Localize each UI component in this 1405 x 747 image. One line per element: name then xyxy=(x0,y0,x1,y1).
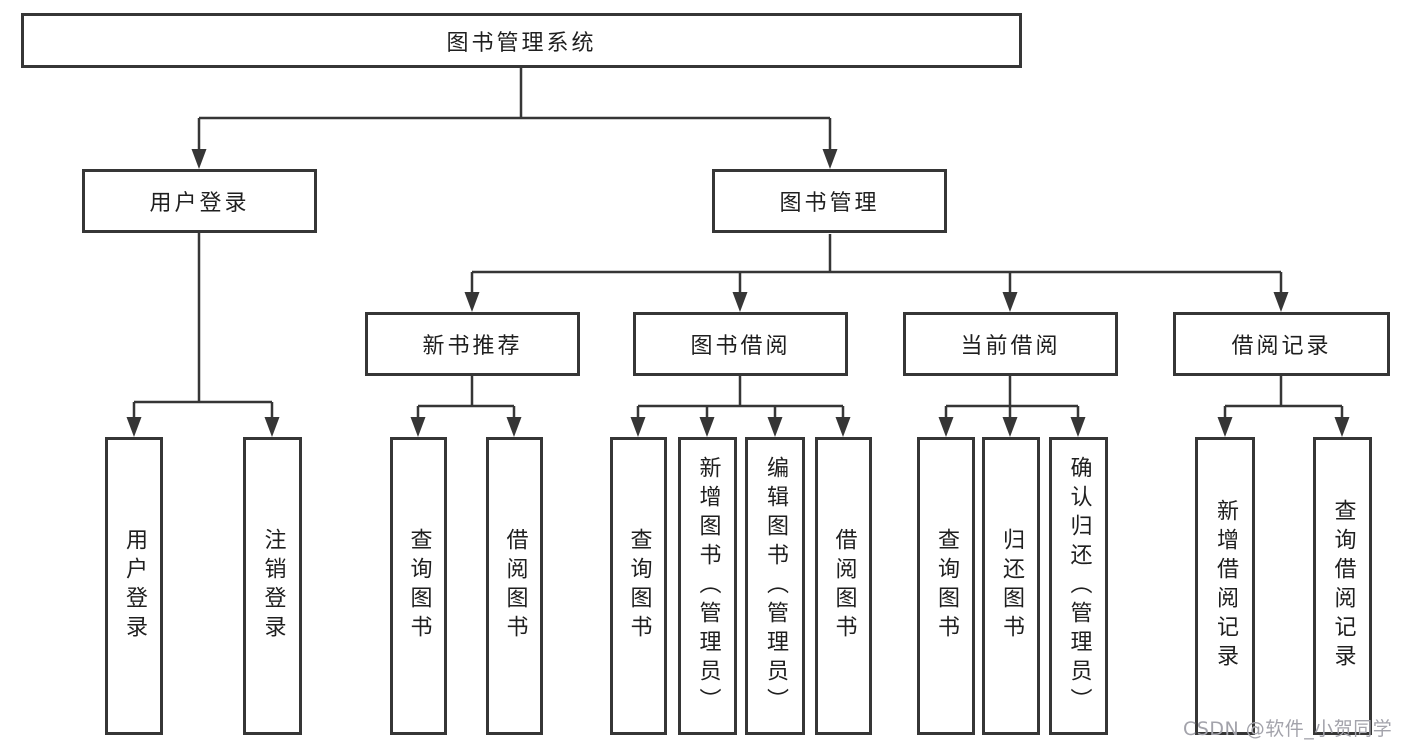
leaf-borrow-query-books: 查询图书 xyxy=(610,437,667,735)
leaf-add-borrow-record: 新增借阅记录 xyxy=(1195,437,1255,735)
node-current-borrow: 当前借阅 xyxy=(903,312,1118,376)
watermark: CSDN @软件_小贺同学 xyxy=(1183,718,1393,740)
node-book-borrow: 图书借阅 xyxy=(633,312,848,376)
leaf-edit-book-admin: 编辑图书（管理员） xyxy=(745,437,805,735)
leaf-current-query-books: 查询图书 xyxy=(917,437,975,735)
node-root-system: 图书管理系统 xyxy=(21,13,1022,68)
leaf-confirm-return-admin: 确认归还（管理员） xyxy=(1049,437,1108,735)
node-user-login: 用户登录 xyxy=(82,169,317,233)
leaf-borrow-books: 借阅图书 xyxy=(815,437,872,735)
leaf-logout: 注销登录 xyxy=(243,437,302,735)
node-book-management: 图书管理 xyxy=(712,169,947,233)
leaf-newbook-borrow-books: 借阅图书 xyxy=(486,437,543,735)
node-borrow-records: 借阅记录 xyxy=(1173,312,1390,376)
leaf-query-borrow-record: 查询借阅记录 xyxy=(1313,437,1372,735)
leaf-return-books: 归还图书 xyxy=(982,437,1040,735)
leaf-newbook-query-books: 查询图书 xyxy=(390,437,447,735)
leaf-add-book-admin: 新增图书（管理员） xyxy=(678,437,737,735)
leaf-user-login: 用户登录 xyxy=(105,437,163,735)
node-new-book-recommend: 新书推荐 xyxy=(365,312,580,376)
arrowheads xyxy=(126,149,1350,437)
